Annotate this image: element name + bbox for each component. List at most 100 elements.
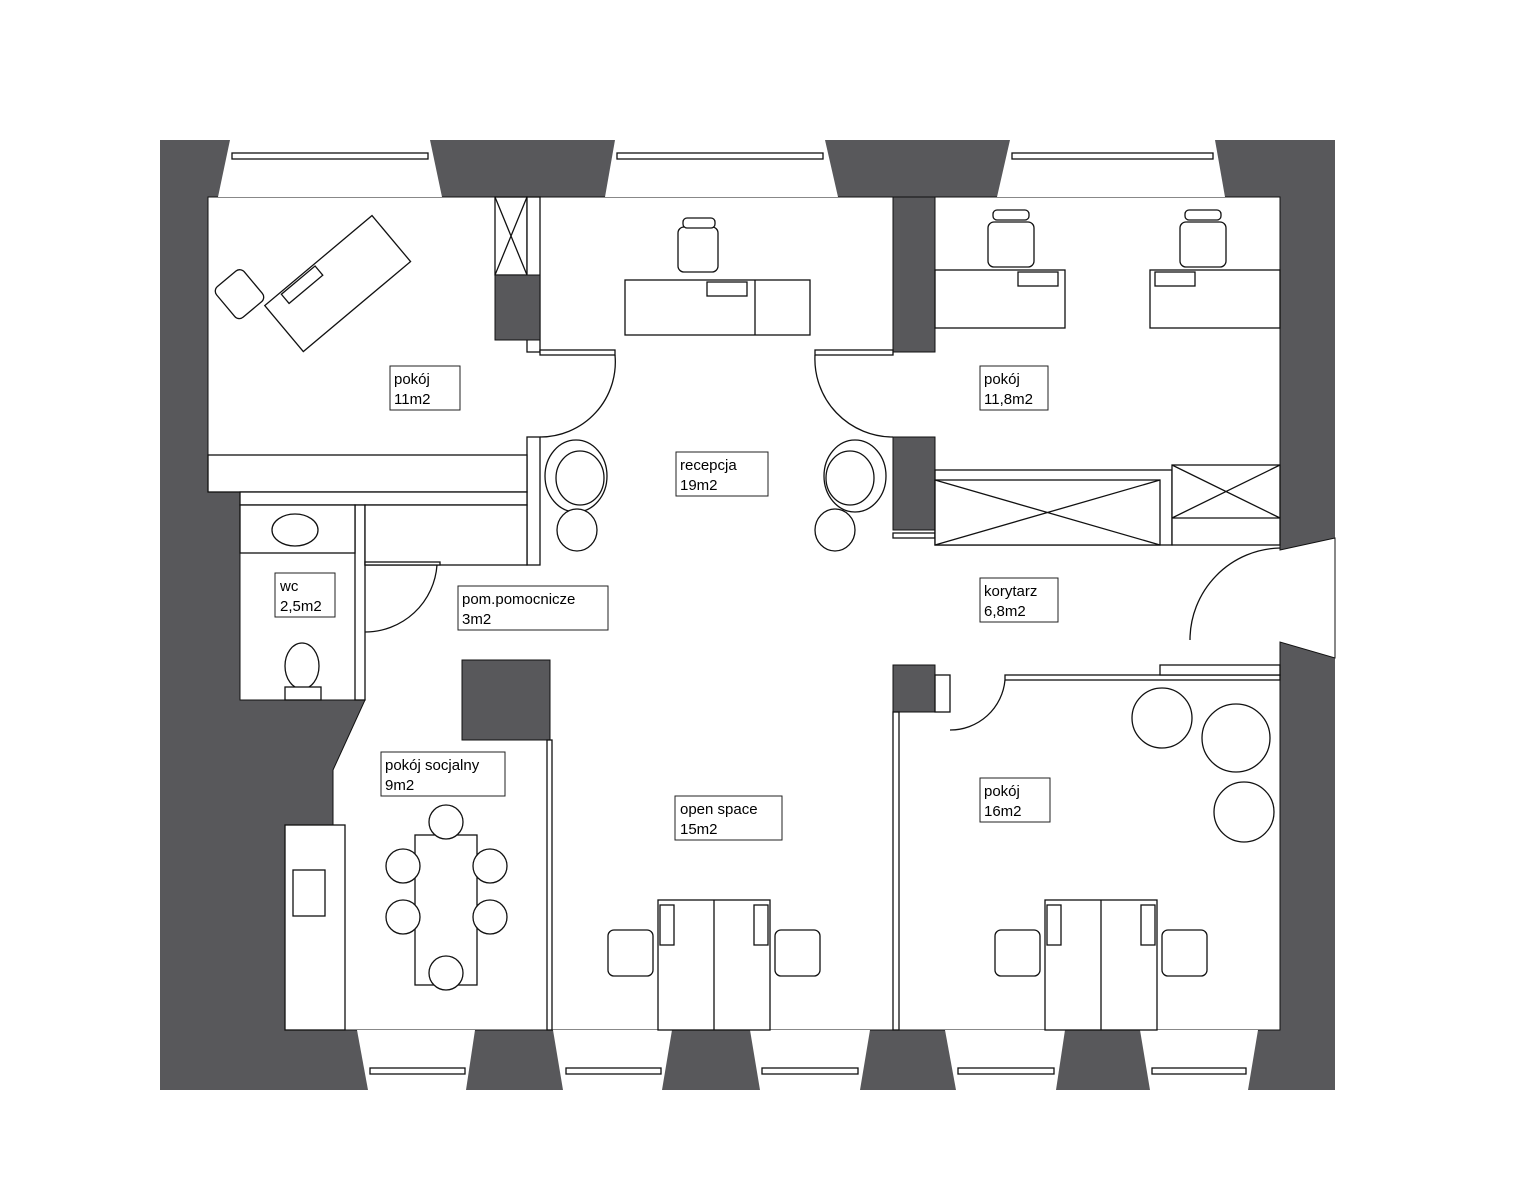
- window-sill: [957, 1067, 1055, 1075]
- armchair: [823, 439, 887, 513]
- room-area: 11m2: [394, 391, 430, 408]
- window: [357, 1030, 475, 1090]
- office-chair: [994, 929, 1041, 977]
- armchair: [1213, 781, 1275, 843]
- doors: [364, 354, 1281, 731]
- room-name: open space: [680, 801, 758, 818]
- monitor: [1140, 904, 1156, 946]
- window-sill: [369, 1067, 466, 1075]
- furniture: [214, 209, 1281, 1031]
- window-sill: [761, 1067, 859, 1075]
- office-chair: [1161, 929, 1208, 977]
- room-label-reception: recepcja 19m2: [675, 451, 769, 497]
- room-area: 9m2: [385, 777, 414, 794]
- room-name: pokój: [984, 783, 1020, 800]
- kitchen-sink: [292, 869, 326, 917]
- room-label-open-space: open space 15m2: [674, 795, 783, 841]
- wall-pillar: [892, 196, 936, 353]
- window-sill: [565, 1067, 662, 1075]
- office-chair: [774, 929, 821, 977]
- cabinet: [1171, 464, 1281, 546]
- room-name: pom.pomocnicze: [462, 591, 575, 608]
- window-sill: [1151, 1067, 1247, 1075]
- shelf: [207, 454, 528, 493]
- office-chair: [677, 226, 719, 273]
- room-name: recepcja: [680, 457, 737, 474]
- storage: [364, 504, 528, 566]
- door-frame: [814, 349, 894, 356]
- office-chair: [987, 221, 1035, 268]
- window-sill: [1011, 152, 1214, 160]
- room-label-utility: pom.pomocnicze 3m2: [457, 585, 609, 631]
- monitor: [706, 281, 748, 297]
- wall-pillar: [892, 436, 936, 531]
- window: [750, 1030, 870, 1090]
- wall-segment: [1159, 664, 1281, 676]
- door-swing[interactable]: [814, 354, 894, 438]
- room-name: pokój: [984, 371, 1020, 388]
- window: [1140, 1030, 1258, 1090]
- wall-segment: [1004, 674, 1281, 681]
- room-label-office-16: pokój 16m2: [979, 777, 1051, 823]
- monitor: [1017, 271, 1059, 287]
- window: [218, 140, 442, 197]
- window-sill: [231, 152, 429, 160]
- room-label-wc: wc 2,5m2: [274, 572, 336, 618]
- wall-pillar: [892, 664, 936, 713]
- room-label-office-11: pokój 11m2: [389, 365, 461, 411]
- kitchen-counter: [284, 824, 346, 1031]
- top-windows: [218, 140, 1225, 197]
- window: [997, 140, 1225, 197]
- window: [605, 140, 838, 197]
- room-label-social: pokój socjalny 9m2: [380, 751, 506, 797]
- interior-walls: [207, 196, 1281, 1031]
- door-frame: [364, 561, 441, 566]
- room-area: 19m2: [680, 477, 718, 494]
- window: [945, 1030, 1065, 1090]
- office-chair: [1179, 221, 1227, 268]
- wall-segment: [892, 711, 900, 1031]
- door-swing[interactable]: [364, 564, 438, 633]
- washbasin: [271, 513, 319, 547]
- window-sill: [616, 152, 824, 160]
- monitor: [1154, 271, 1196, 287]
- room-area: 15m2: [680, 821, 718, 838]
- wall-segment: [934, 674, 951, 713]
- room-area: 2,5m2: [280, 598, 322, 615]
- wall-pillar: [461, 659, 551, 741]
- stool: [814, 508, 856, 552]
- monitor: [659, 904, 675, 946]
- toilet: [284, 642, 320, 690]
- desk-workstation: [214, 214, 412, 353]
- door-swing[interactable]: [539, 354, 616, 438]
- bottom-windows: [357, 1030, 1258, 1090]
- wall-segment: [892, 532, 936, 539]
- wall-segment: [354, 504, 366, 701]
- armchair: [1131, 687, 1193, 749]
- room-name: korytarz: [984, 583, 1037, 600]
- armchair: [1201, 703, 1271, 773]
- stool: [556, 508, 598, 552]
- room-name: wc: [279, 578, 299, 595]
- door-frame: [539, 349, 616, 356]
- monitor: [1046, 904, 1062, 946]
- office-chair: [214, 269, 265, 320]
- window: [553, 1030, 672, 1090]
- entrance-door-swing[interactable]: [1189, 547, 1281, 641]
- door-swing[interactable]: [949, 679, 1006, 731]
- wall-segment: [546, 739, 553, 1031]
- room-area: 6,8m2: [984, 603, 1026, 620]
- wall-pillar: [494, 274, 541, 341]
- room-area: 16m2: [984, 803, 1022, 820]
- dining-chairs: [385, 804, 508, 991]
- room-area: 3m2: [462, 611, 491, 628]
- office-chair: [607, 929, 654, 977]
- room-name: pokój: [394, 371, 430, 388]
- wall-segment: [239, 491, 528, 506]
- room-name: pokój socjalny: [385, 757, 480, 774]
- monitor: [753, 904, 769, 946]
- wall-segment: [526, 436, 541, 566]
